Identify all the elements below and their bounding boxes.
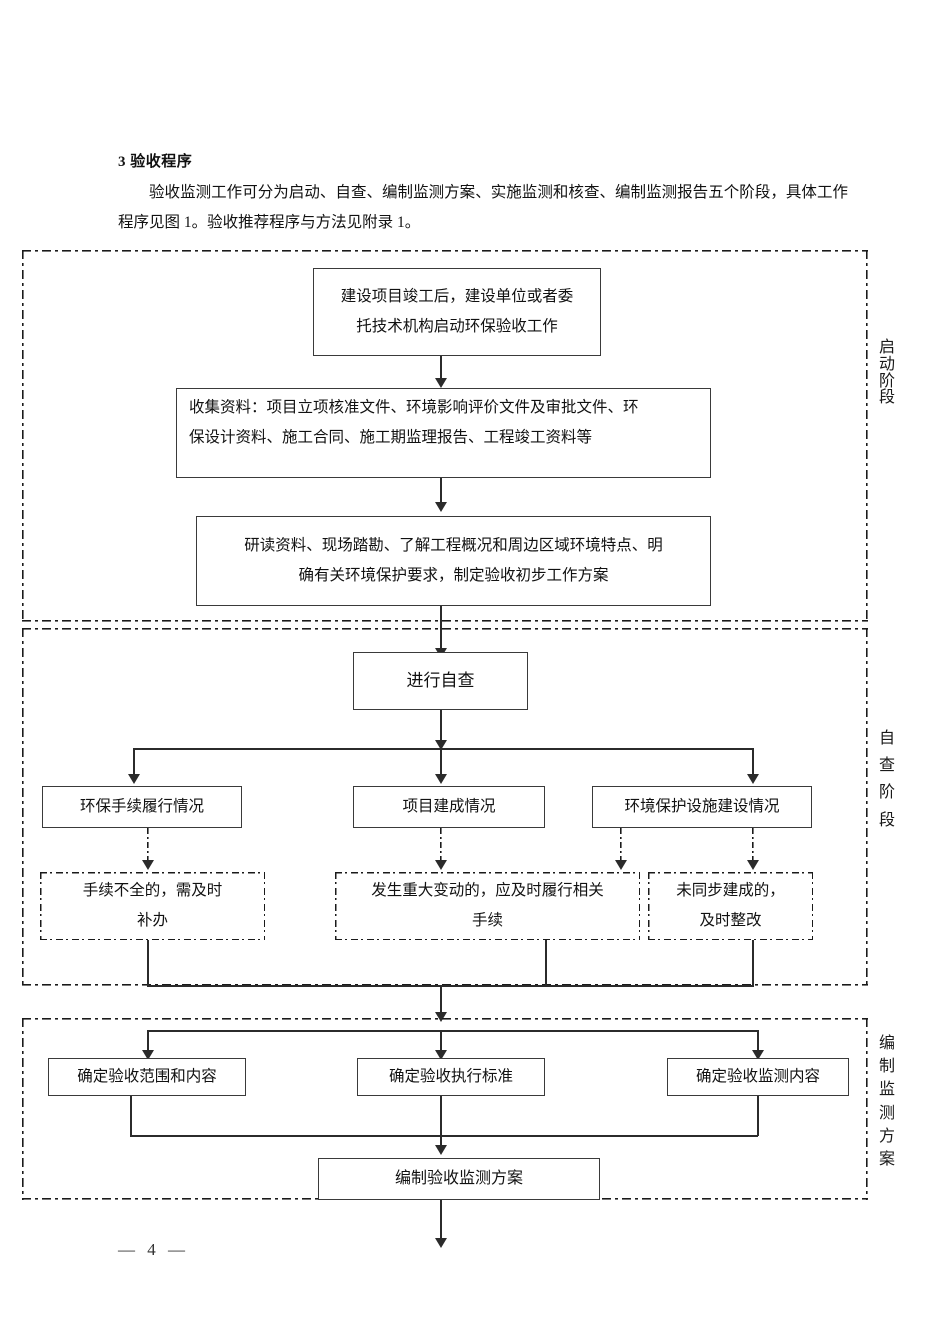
stage-label-char: 段 <box>878 389 895 407</box>
stage-label-char: 案 <box>878 1150 895 1168</box>
node-text-line: 建设项目竣工后，建设单位或者委 <box>340 288 574 305</box>
stage-label-selfcheck: 自 查 阶 段 <box>872 725 902 834</box>
node-plan-standards[interactable]: 确定验收执行标准 <box>357 1058 545 1096</box>
connector-dashed-facilities-to-mid <box>620 828 622 866</box>
stage-label-char: 段 <box>878 811 895 829</box>
node-text-line: 手续不全的，需及时 <box>82 882 223 899</box>
split-bar-plan <box>147 1030 757 1032</box>
node-text-line: 手续 <box>471 912 503 929</box>
merge-bar-plan <box>130 1135 758 1137</box>
node-branch-project-built[interactable]: 项目建成情况 <box>353 786 545 828</box>
node-plan-scope-content[interactable]: 确定验收范围和内容 <box>48 1058 246 1096</box>
stage-label-char: 查 <box>878 757 895 775</box>
merge-bar-selfcheck <box>147 985 754 987</box>
connector-dashed-right <box>752 828 754 866</box>
node-text-line: 研读资料、现场踏勘、了解工程概况和周边区域环境特点、明 <box>244 537 663 554</box>
stage-label-char: 监 <box>878 1081 895 1099</box>
stage-label-char: 阶 <box>878 784 895 802</box>
stage-label-startup: 启 动 阶 段 <box>872 339 902 407</box>
split-stem-plan-mid <box>440 1030 442 1058</box>
node-text-line: 发生重大变动的，应及时履行相关 <box>371 882 604 899</box>
connector-dashed-mid <box>440 828 442 866</box>
connector-plan-to-next-stage <box>440 1200 442 1244</box>
split-bar-selfcheck <box>133 748 753 750</box>
node-text-line: 保设计资料、施工合同、施工期监理报告、工程竣工资料等 <box>189 429 593 446</box>
arrowhead-down <box>435 1050 447 1060</box>
node-text-line: 确有关环境保护要求，制定验收初步工作方案 <box>298 567 609 584</box>
merge-stem-plan-right <box>757 1096 759 1136</box>
stage-label-char: 测 <box>878 1104 895 1122</box>
arrowhead-down <box>435 502 447 512</box>
stage-label-char: 启 <box>878 339 895 356</box>
stage-label-char: 动 <box>878 355 895 373</box>
arrowhead-down <box>615 860 627 870</box>
connector-dashed-left <box>147 828 149 866</box>
connector-selfcheck-split <box>440 710 442 746</box>
arrowhead-down <box>142 860 154 870</box>
arrowhead-down <box>747 774 759 784</box>
arrowhead-down <box>435 860 447 870</box>
split-stem-plan-left <box>147 1030 149 1058</box>
node-text-line: 托技术机构启动环保验收工作 <box>356 318 558 335</box>
arrowhead-down <box>435 774 447 784</box>
node-text-line: 未同步建成的， <box>676 882 785 899</box>
arrowhead-down <box>128 774 140 784</box>
arrowhead-down <box>435 1012 447 1022</box>
stage-label-char: 自 <box>878 730 895 747</box>
arrowhead-down <box>747 860 759 870</box>
merge-stem-mid <box>545 940 547 986</box>
stage-label-char: 阶 <box>878 372 895 390</box>
node-text-line: 收集资料：项目立项核准文件、环境影响评价文件及审批文件、环 <box>189 399 639 416</box>
node-branch-env-facilities[interactable]: 环境保护设施建设情况 <box>592 786 812 828</box>
connector-node1-node2 <box>440 356 442 380</box>
node-result-incomplete-procedures[interactable]: 手续不全的，需及时 补办 <box>40 872 265 940</box>
stage-label-char: 制 <box>878 1058 895 1076</box>
intro-paragraph: 验收监测工作可分为启动、自查、编制监测方案、实施监测和核查、编制监测报告五个阶段… <box>118 184 848 231</box>
merge-stem-plan-left <box>130 1096 132 1136</box>
node-study-materials[interactable]: 研读资料、现场踏勘、了解工程概况和周边区域环境特点、明 确有关环境保护要求，制定… <box>196 516 711 606</box>
connector-node2-node3 <box>440 478 442 504</box>
page-title: 3 验收程序 <box>118 154 193 170</box>
arrowhead-down <box>435 1238 447 1248</box>
arrowhead-down <box>435 1145 447 1155</box>
arrowhead-down <box>435 378 447 388</box>
page-number: — 4 — <box>118 1240 189 1259</box>
node-result-major-change[interactable]: 发生重大变动的，应及时履行相关 手续 <box>335 872 640 940</box>
split-stem-left <box>133 748 135 780</box>
stage-label-char: 方 <box>878 1127 895 1145</box>
arrowhead-down <box>435 740 447 750</box>
node-branch-env-procedures[interactable]: 环保手续履行情况 <box>42 786 242 828</box>
merge-stem-right <box>752 940 754 986</box>
node-plan-monitoring-content[interactable]: 确定验收监测内容 <box>667 1058 849 1096</box>
split-stem-mid <box>440 748 442 780</box>
node-collect-materials[interactable]: 收集资料：项目立项核准文件、环境影响评价文件及审批文件、环 保设计资料、施工合同… <box>176 388 711 478</box>
node-result-not-synchronized[interactable]: 未同步建成的， 及时整改 <box>648 872 813 940</box>
node-conduct-selfcheck[interactable]: 进行自查 <box>353 652 528 710</box>
arrowhead-down <box>142 1050 154 1060</box>
split-stem-plan-right <box>757 1030 759 1058</box>
node-prepare-monitoring-plan[interactable]: 编制验收监测方案 <box>318 1158 600 1200</box>
node-text-line: 补办 <box>136 912 168 929</box>
node-project-completion[interactable]: 建设项目竣工后，建设单位或者委 托技术机构启动环保验收工作 <box>313 268 601 356</box>
split-stem-right <box>752 748 754 780</box>
stage-label-char: 编 <box>878 1035 895 1052</box>
arrowhead-down <box>752 1050 764 1060</box>
merge-stem-left <box>147 940 149 986</box>
merge-stem-plan-mid <box>440 1096 442 1152</box>
stage-label-plan: 编 制 监 测 方 案 <box>872 1032 902 1171</box>
node-text-line: 及时整改 <box>699 912 762 929</box>
connector-stage2-stage3 <box>440 985 442 1019</box>
